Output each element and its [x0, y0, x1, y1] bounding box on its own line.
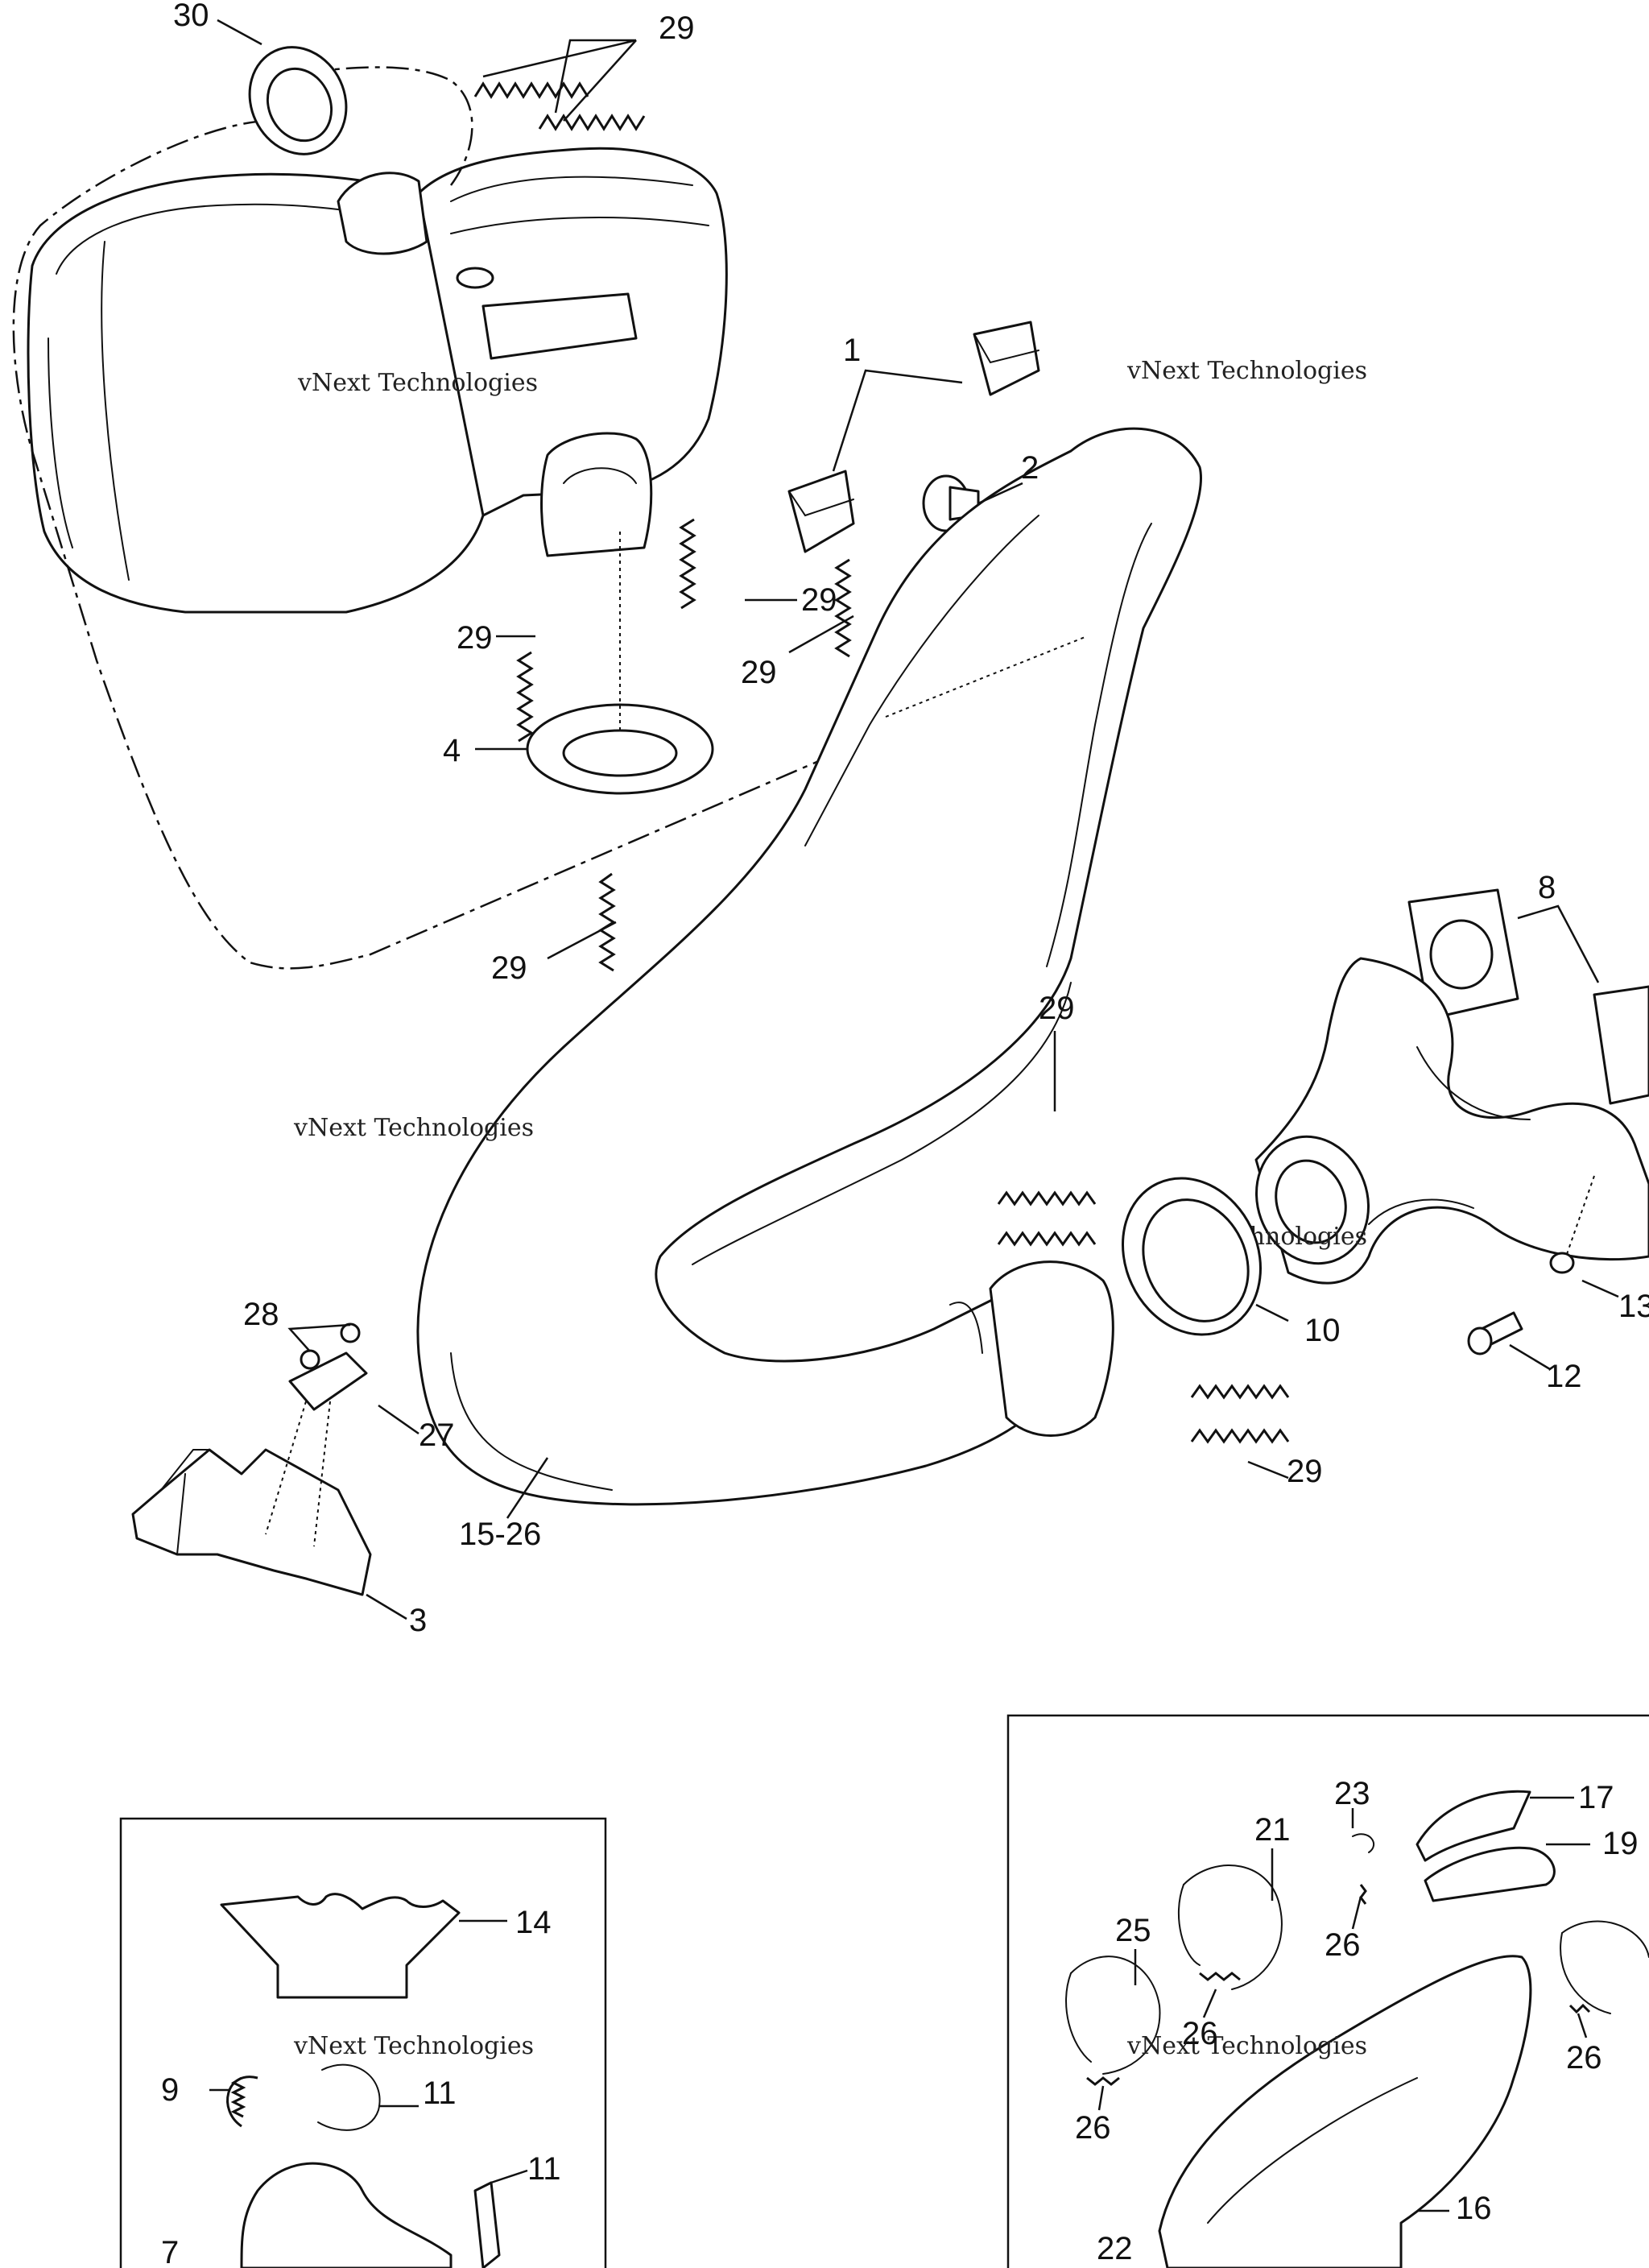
callout-21: 21	[1254, 1812, 1291, 1848]
callout-12: 12	[1546, 1359, 1582, 1394]
callout-23: 23	[1334, 1776, 1370, 1811]
callout-13: 13	[1618, 1289, 1649, 1324]
clamp-21	[1177, 1864, 1283, 1990]
clip-1	[787, 321, 1040, 553]
callout-3: 3	[409, 1603, 427, 1638]
spring-29	[473, 81, 1290, 1444]
leader-lines	[209, 19, 1619, 2212]
clamp-23	[1352, 1833, 1374, 1853]
callout-9: 9	[161, 2072, 179, 2108]
callout-26: 26	[1566, 2040, 1602, 2076]
exhaust-pipe: vNext Technologies vNext Technologies	[293, 357, 1367, 1506]
callout-30: 30	[173, 0, 209, 33]
exhaust-manifold: vNext Technologies	[1126, 888, 1649, 1285]
heat-shield-bracket-3	[131, 1448, 372, 1596]
muffler: vNext Technologies	[27, 147, 728, 614]
callout-29: 29	[491, 950, 527, 986]
callout-11: 11	[527, 2151, 561, 2187]
nut-28	[300, 1322, 361, 1370]
phantom-outline-top	[305, 66, 473, 186]
washer-13	[1549, 1175, 1595, 1274]
callout-26: 26	[1075, 2110, 1111, 2146]
callout-29: 29	[457, 620, 493, 656]
grommet-2	[922, 474, 980, 532]
heat-shield-17	[1415, 1790, 1531, 1862]
callout-11: 11	[423, 2076, 457, 2111]
callout-15-26: 15-26	[459, 1517, 541, 1552]
clamp-25	[1065, 1956, 1161, 2075]
callout-1: 1	[843, 333, 861, 368]
callout-29: 29	[659, 10, 695, 46]
callout-29: 29	[741, 655, 777, 690]
callout-10: 10	[1304, 1313, 1341, 1348]
callout-8: 8	[1538, 870, 1556, 905]
clamp-right	[1560, 1920, 1649, 2014]
exhaust-pipe-16	[1158, 1955, 1532, 2268]
callout-17: 17	[1578, 1780, 1614, 1815]
callout-29: 29	[801, 582, 837, 618]
callout-2: 2	[1021, 450, 1039, 486]
callout-25: 25	[1115, 1913, 1151, 1948]
manifold-7	[240, 2162, 453, 2268]
phantom-outline	[12, 119, 838, 970]
spring-clip-26	[1086, 1884, 1591, 2086]
callout-14: 14	[515, 1905, 552, 1940]
callout-28: 28	[243, 1297, 279, 1332]
callout-29: 29	[1287, 1454, 1323, 1489]
plate-27	[265, 1351, 368, 1547]
watermark-text: vNext Technologies	[293, 1114, 534, 1142]
callout-26: 26	[1182, 2016, 1218, 2051]
watermark-text: vNext Technologies	[1126, 357, 1367, 385]
clamp-11	[317, 2063, 501, 2268]
heat-shield-14	[220, 1893, 461, 1999]
ring-gasket-10	[1122, 1177, 1262, 1336]
watermark-text: vNext Technologies	[293, 2032, 534, 2060]
callout-26: 26	[1325, 1927, 1361, 1963]
heat-shield-19	[1424, 1846, 1556, 1902]
watermark-text: vNext Technologies	[1126, 2032, 1367, 2060]
detail-inset-right	[1006, 1714, 1649, 2268]
callout-22: 22	[1097, 2231, 1133, 2266]
callout-4: 4	[443, 733, 461, 768]
callout-19: 19	[1602, 1826, 1639, 1861]
bolt-12	[1467, 1311, 1523, 1355]
callout-16: 16	[1456, 2191, 1492, 2226]
watermark-text: vNext Technologies	[297, 369, 538, 397]
callout-7: 7	[161, 2235, 179, 2268]
callout-27: 27	[419, 1418, 455, 1453]
callout-labels: 30 29 1 2 29 29 29 4 29 8 29 13 10 12 28…	[161, 0, 1649, 2268]
detail-inset-left	[119, 1817, 607, 2268]
callout-29: 29	[1039, 991, 1075, 1026]
gasket-4	[526, 532, 714, 795]
spring-clip-9	[226, 2076, 258, 2128]
exhaust-gasket-30	[248, 46, 348, 155]
